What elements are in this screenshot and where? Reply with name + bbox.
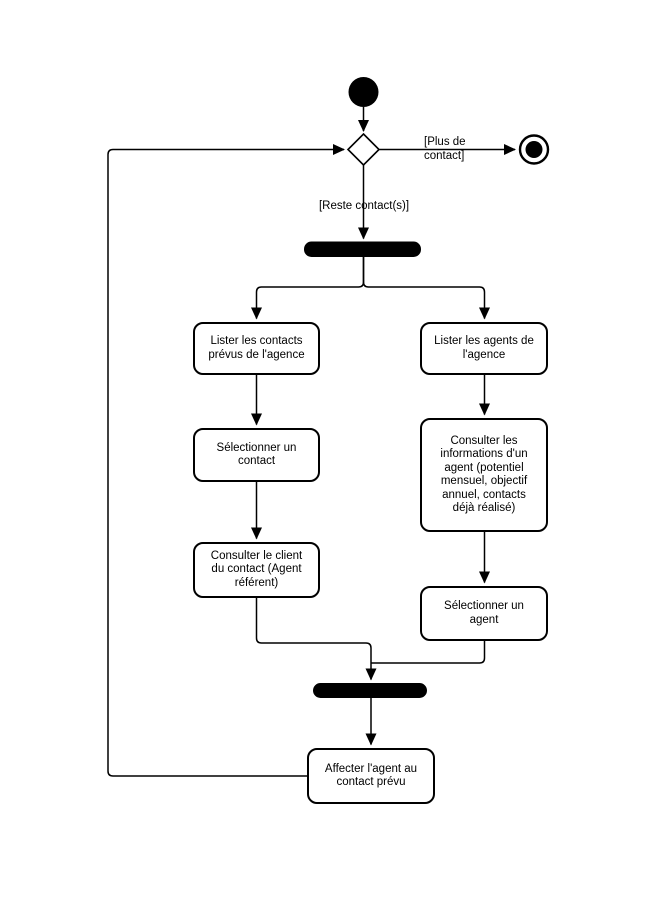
action-list-agents: Lister les agents de l'agence	[420, 322, 548, 375]
guard-line: [Reste contact(s)]	[318, 200, 410, 212]
fork-bar	[304, 241, 421, 257]
guard-line: contact]	[424, 150, 465, 162]
edge-loop-back-to-decision	[107, 144, 345, 777]
edge-fork-to-list-agents	[362, 257, 490, 320]
guard-line: [Plus de	[424, 136, 466, 148]
end-node-inner-dot	[525, 141, 543, 158]
edge-select-agent-to-join	[371, 641, 486, 664]
action-select-contact: Sélectionner un contact	[193, 428, 320, 482]
join-bar	[313, 683, 427, 698]
action-assign-agent: Affecter l'agent au contact prévu	[307, 748, 435, 804]
edge-consult-client-to-join	[255, 598, 377, 681]
guard-reste-contacts: [Reste contact(s)]	[303, 199, 425, 213]
action-select-agent: Sélectionner un agent	[420, 586, 548, 641]
decision-diamond	[346, 132, 381, 167]
action-consult-client: Consulter le client du contact (Agent ré…	[193, 542, 320, 598]
action-list-contacts: Lister les contacts prévus de l'agence	[193, 322, 320, 375]
start-node	[348, 77, 379, 107]
action-consult-agent-info: Consulter les informations d'un agent (p…	[420, 418, 548, 532]
guard-plus-de-contact: [Plus de contact]	[424, 135, 482, 163]
edge-fork-to-list-contacts	[251, 257, 365, 320]
